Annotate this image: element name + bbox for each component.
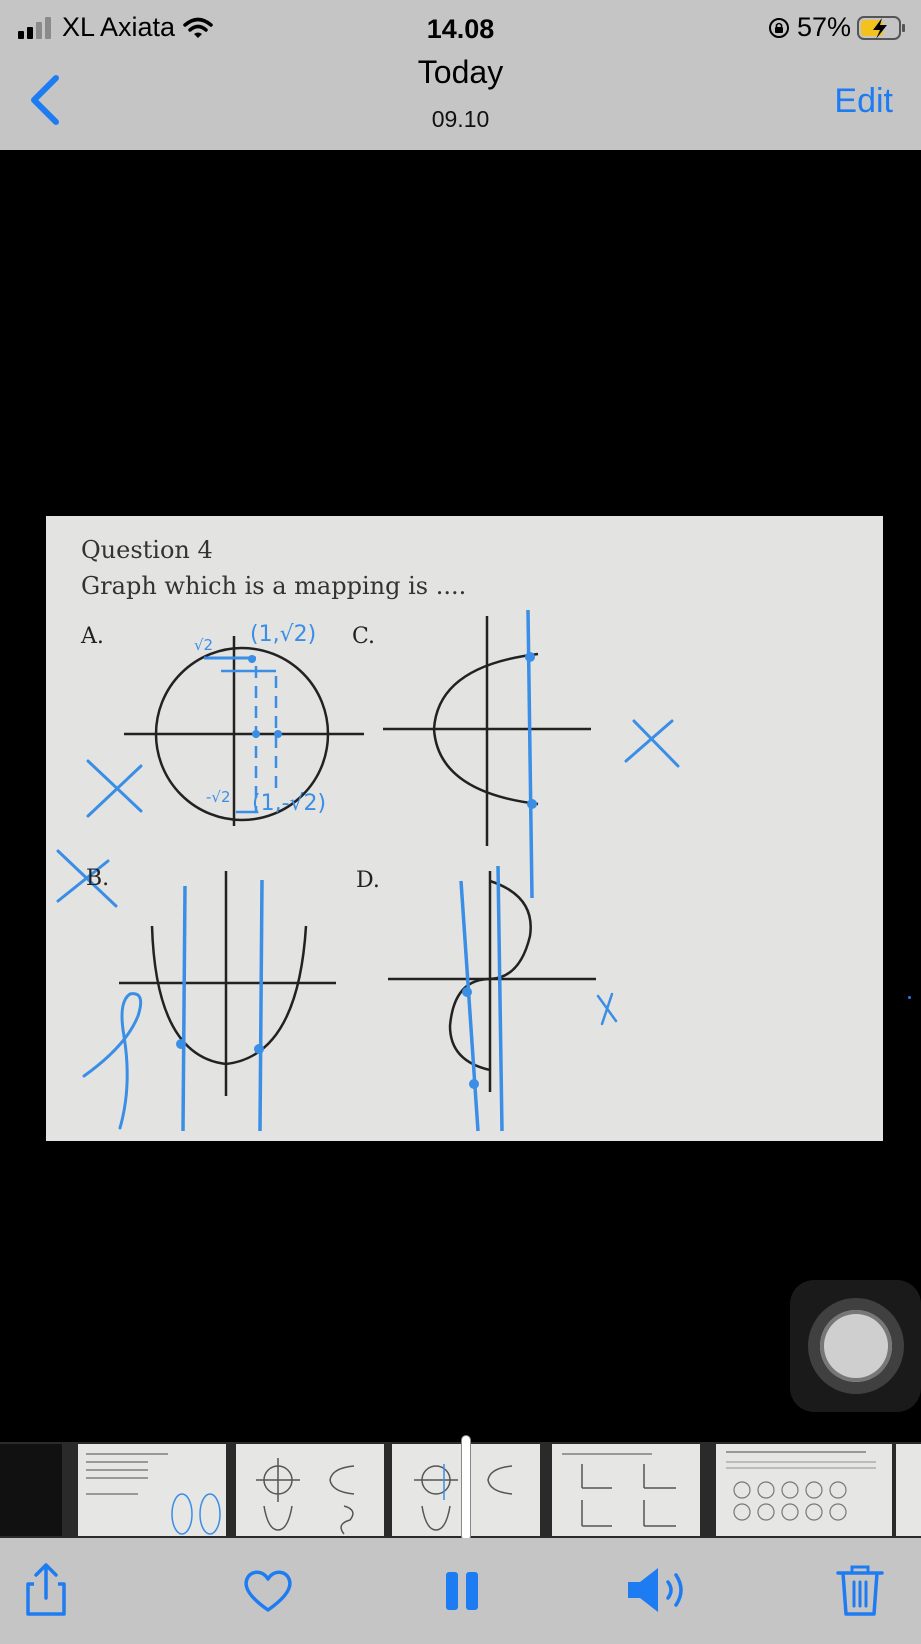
status-and-nav-bar: XL Axiata 14.08 57% Today 09.10 Edit [0,0,921,150]
thumbnail-image [86,1453,221,1535]
option-a-label: A. [81,624,104,649]
share-icon[interactable] [16,1560,76,1620]
trash-icon[interactable] [830,1560,890,1620]
annotation-point-bottom: (1,-√2) [252,791,327,816]
status-right: 57% [767,12,907,43]
battery-percent: 57% [796,12,851,42]
clock: 14.08 [426,14,495,44]
thumbnail[interactable] [0,1444,62,1536]
heart-icon[interactable] [238,1560,298,1620]
question-text: Graph which is a mapping is .... [81,572,467,600]
page-title: Today [417,54,504,90]
option-d-label: D. [356,868,380,893]
thumbnail-strip[interactable] [0,1442,921,1538]
edge-indicator [908,996,911,999]
thumbnail-image [256,1458,355,1535]
annotation-root-bottom: -√2 [206,788,231,806]
page-subtitle: 09.10 [431,106,490,132]
thumbnail[interactable] [78,1444,226,1536]
edit-button[interactable]: Edit [834,82,893,120]
question-title: Question 4 [81,536,213,564]
assistive-touch-knob [820,1310,892,1382]
option-b-label: B. [86,866,110,891]
thumbnail-image [726,1451,876,1521]
chevron-left-icon[interactable] [26,72,66,128]
option-c-label: C. [352,624,376,649]
thumbnail-image [414,1464,513,1531]
annotation-point-top: (1,√2) [250,622,317,647]
pause-icon[interactable] [432,1560,492,1620]
bottom-toolbar [0,1538,921,1644]
thumbnail[interactable] [896,1444,921,1536]
thumbnail[interactable] [716,1444,892,1536]
carrier-name: XL Axiata [62,12,176,42]
photo-viewer-image[interactable]: Question 4 Graph which is a mapping is .… [46,516,883,1141]
wifi-icon [183,17,213,38]
assistive-touch-button[interactable] [790,1280,921,1412]
signal-icon [18,16,51,39]
carrier-info: XL Axiata [18,12,213,43]
thumbnail[interactable] [236,1444,384,1536]
scrubber-handle[interactable] [462,1436,470,1540]
battery-charging-icon [857,15,905,40]
thumbnail[interactable] [552,1444,700,1536]
thumbnail-image [562,1453,676,1527]
orientation-lock-icon [768,17,789,38]
handwritten-graphs-drawing [56,609,680,1132]
annotation-root-top: √2 [194,636,214,654]
speaker-icon[interactable] [624,1560,694,1620]
